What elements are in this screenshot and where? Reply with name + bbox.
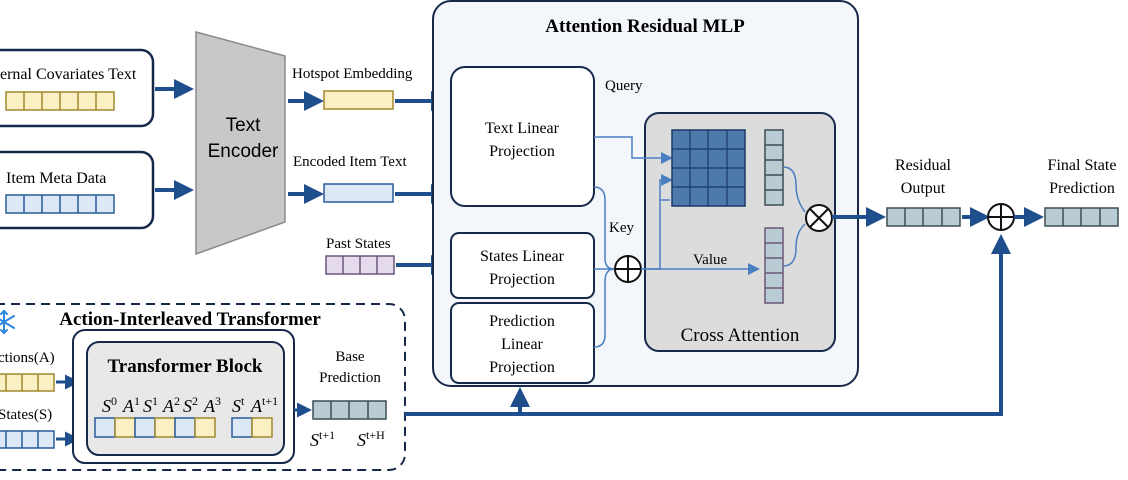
states-linear-projection-box: [450, 232, 595, 299]
encoded-item-text-vector: [323, 183, 394, 203]
line-attn-multiply: [782, 166, 806, 213]
states-label: States(S): [0, 407, 52, 423]
residual-output-vector: [886, 207, 961, 227]
query-label: Query: [605, 78, 643, 94]
line-value-multiply: [782, 223, 806, 267]
text-encoder-line2: Encoder: [208, 141, 279, 162]
token-out-tH: St+H: [357, 428, 385, 450]
text-encoder-line1: Text: [226, 115, 262, 136]
transformer-title: Action-Interleaved Transformer: [59, 309, 321, 330]
output-token-labels: St+1 St+H: [310, 428, 385, 450]
attention-matrix: [671, 129, 746, 207]
past-states-label: Past States: [326, 236, 391, 252]
hotspot-embedding-vector: [323, 90, 394, 110]
final-state-line2: Prediction: [1049, 180, 1115, 197]
line-predproj-plus: [593, 268, 615, 348]
token-s0: S0: [102, 394, 117, 416]
token-s2: S2: [183, 394, 198, 416]
residual-output-line1: Residual: [895, 157, 952, 174]
prediction-linear-projection-box: [450, 302, 595, 384]
residual-output-line2: Output: [901, 180, 946, 197]
token-out-t1: St+1: [310, 428, 335, 450]
transformer-block-title: Transformer Block: [108, 356, 263, 377]
attention-residual-mlp: Attention Residual MLP Text Linear Proje…: [432, 0, 859, 387]
arrow-base-to-final-add: [405, 234, 1011, 416]
key-label: Key: [609, 220, 634, 236]
snowflake-icon: [0, 310, 15, 334]
final-add-operator-icon: [987, 203, 1015, 231]
states-proj-line1: States Linear: [480, 248, 565, 265]
mlp-title: Attention Residual MLP: [545, 16, 745, 37]
base-prediction-vector: [312, 400, 387, 420]
final-state-line1: Final State: [1048, 157, 1117, 174]
actions-label: ctions(A): [0, 350, 55, 366]
attention-output-column: [764, 129, 784, 206]
cross-attention-label: Cross Attention: [681, 325, 800, 346]
hotspot-embedding-label: Hotspot Embedding: [292, 66, 413, 82]
token-s1: S1: [143, 394, 158, 416]
value-column: [764, 227, 784, 304]
action-interleaved-transformer: Action-Interleaved Transformer ctions(A)…: [0, 303, 406, 471]
token-st: St: [232, 394, 245, 416]
pred-proj-line2: Linear: [501, 336, 543, 353]
token-sequence-labels: S0 A1 S1 A2 S2 A3 St At+1: [102, 394, 278, 416]
text-encoder: Text Encoder: [195, 31, 286, 256]
arrow-query-matrix: [594, 136, 673, 164]
encoded-item-text-label: Encoded Item Text: [293, 154, 407, 170]
interleaved-token-row: [94, 417, 273, 438]
base-prediction-line2: Prediction: [319, 370, 381, 386]
final-state-vector: [1044, 207, 1119, 227]
line-textproj-plus: [593, 186, 615, 270]
blue-token-row: [5, 194, 115, 214]
external-covariates-box: ernal Covariates Text: [0, 48, 155, 128]
past-states-vector: [325, 255, 395, 275]
pred-proj-line3: Projection: [489, 359, 555, 376]
actions-token-row: [0, 373, 55, 392]
external-covariates-label: ernal Covariates Text: [0, 66, 137, 83]
base-prediction-line1: Base: [335, 349, 365, 365]
text-proj-line1: Text Linear: [485, 120, 560, 137]
item-meta-label: Item Meta Data: [6, 170, 106, 187]
add-operator-icon: [614, 255, 642, 283]
token-a3: A3: [203, 394, 221, 416]
multiply-operator-icon: [805, 204, 833, 232]
value-label: Value: [693, 252, 727, 268]
text-proj-line2: Projection: [489, 143, 555, 160]
token-a2: A2: [162, 394, 180, 416]
states-token-row: [0, 430, 55, 449]
token-at1: At+1: [250, 394, 278, 416]
states-proj-line2: Projection: [489, 271, 555, 288]
token-a1: A1: [122, 394, 140, 416]
yellow-token-row: [5, 91, 115, 111]
item-meta-box: Item Meta Data: [0, 150, 155, 230]
pred-proj-line1: Prediction: [489, 313, 555, 330]
